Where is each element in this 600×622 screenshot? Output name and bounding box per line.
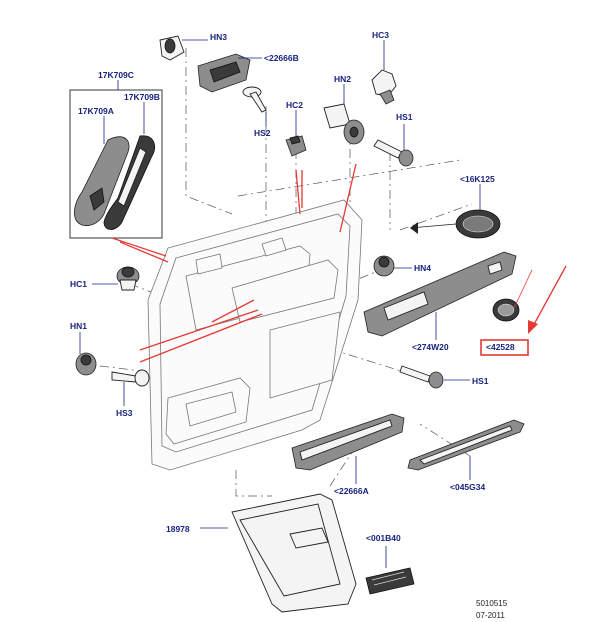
hn1-nut-part [75,352,97,376]
red-pointers [139,163,357,363]
label-17k709c: 17K709C [98,70,134,80]
door-trim-panel [147,199,363,471]
hc2-clip-part [285,135,307,157]
label-22666a: <22666A [334,486,369,496]
label-17k709a: 17K709A [78,106,114,116]
label-hc2: HC2 [286,100,303,110]
label-hc1: HC1 [70,279,87,289]
label-hn4: HN4 [414,263,431,273]
label-16k125: <16K125 [460,174,495,184]
label-hs1-top: HS1 [396,112,413,122]
label-22666b: <22666B [264,53,299,63]
lower-panel-part [231,493,357,613]
trim-strip-part [407,419,525,471]
emblem-part [492,298,520,322]
label-274w20: <274W20 [412,342,449,352]
handle-callout-box [69,89,169,263]
label-42528: <42528 [486,342,515,352]
badge-oval-part [409,209,501,239]
leader-lines [79,39,533,568]
part-labels: HN3 <22666B HC3 17K709C 17K709B 17K709A … [70,30,515,543]
handle-bezel-part [103,135,156,230]
pull-handle-part [291,413,405,471]
highlight-arrow [528,265,567,334]
hn2-nut-part [323,103,365,145]
hn4-nut-part [373,255,395,277]
label-hn1: HN1 [70,321,87,331]
hc1-clip-part [116,266,140,291]
inner-handle-part [197,53,251,93]
hs1-screw-top-part [373,139,414,167]
hc3-clip-part [371,69,397,105]
label-hc3: HC3 [372,30,389,40]
hn3-clip-part [159,35,185,61]
label-hs3: HS3 [116,408,133,418]
label-045g34: <045G34 [450,482,485,492]
label-hn2: HN2 [334,74,351,84]
hs3-screw-part [111,369,150,387]
label-hn3: HN3 [210,32,227,42]
armrest-trim-part [363,251,517,337]
hs2-screw-part [242,86,267,113]
diagram-footer: 5010515 07-2011 [476,599,508,620]
label-hs1-bottom: HS1 [472,376,489,386]
grab-handle-part [74,136,130,227]
label-17k709b: 17K709B [124,92,160,102]
label-18978: 18978 [166,524,190,534]
label-001b40: <001B40 [366,533,401,543]
diagram-date: 07-2011 [476,611,505,620]
label-plate-part [365,567,415,595]
hs1-screw-bottom-part [399,365,444,389]
diagram-code: 5010515 [476,599,508,608]
label-hs2: HS2 [254,128,271,138]
highlight-box [480,339,529,356]
